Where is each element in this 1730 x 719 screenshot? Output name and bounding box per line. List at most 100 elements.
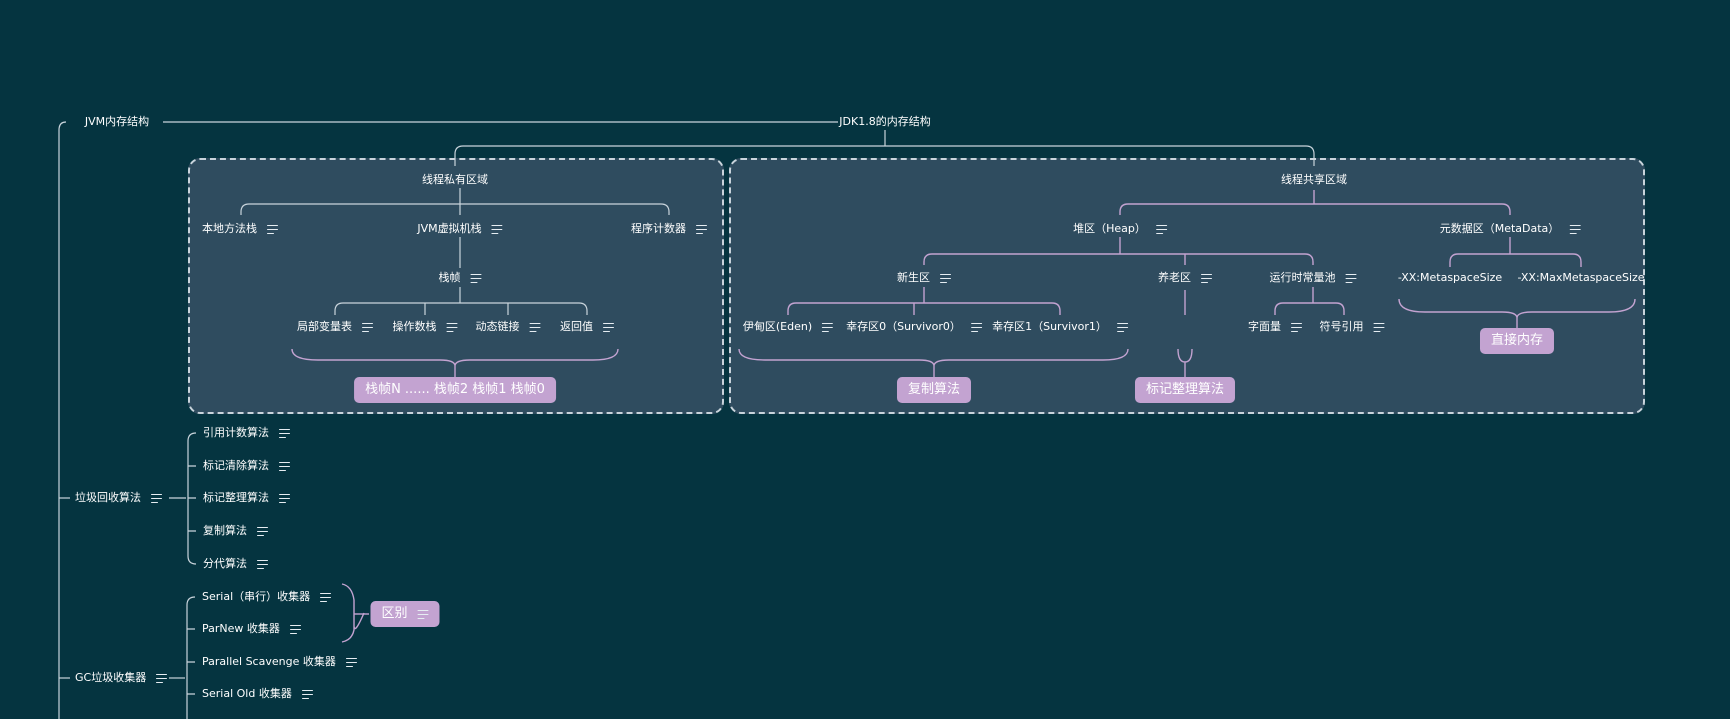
survivor0-label: 幸存区0（Survivor0）	[846, 320, 961, 333]
gc-collector-item[interactable]: Serial Old 收集器	[202, 686, 313, 702]
note-icon[interactable]	[417, 609, 429, 619]
note-icon[interactable]	[1116, 322, 1128, 332]
frames-brace	[291, 348, 619, 367]
direct-memory-tag[interactable]: 直接内存	[1479, 328, 1555, 354]
note-icon[interactable]	[1291, 322, 1302, 332]
jvm-memory-node[interactable]: JVM内存结构	[85, 114, 149, 130]
gc-collector-label: ParNew 收集器	[202, 622, 280, 635]
frames-tag[interactable]: 栈帧N ...... 栈帧2 栈帧1 栈帧0	[354, 377, 556, 403]
note-icon[interactable]	[446, 322, 458, 332]
return-value-node[interactable]: 返回值	[560, 319, 614, 335]
gc-algorithm-label: 分代算法	[203, 557, 247, 570]
private-area-title: 线程私有区域	[422, 173, 488, 186]
note-icon[interactable]	[1569, 224, 1581, 234]
jdk-memory-label: JDK1.8的内存结构	[839, 115, 931, 128]
note-icon[interactable]	[279, 461, 290, 471]
old-gen-label: 养老区	[1158, 271, 1191, 284]
difference-tag[interactable]: 区别	[370, 601, 440, 627]
private-area-panel	[188, 158, 724, 414]
note-icon[interactable]	[470, 273, 482, 283]
note-icon[interactable]	[1345, 273, 1357, 283]
gc-algorithm-item[interactable]: 标记清除算法	[203, 458, 290, 474]
note-icon[interactable]	[257, 559, 268, 569]
gc-collector-label: Serial Old 收集器	[202, 687, 292, 700]
note-icon[interactable]	[970, 322, 982, 332]
literal-node[interactable]: 字面量	[1248, 319, 1302, 335]
jdk-memory-node[interactable]: JDK1.8的内存结构	[839, 114, 930, 130]
heap-branch	[923, 253, 1314, 265]
meta-size-label: -XX:MetaspaceSize	[1397, 271, 1503, 284]
operand-stack-node[interactable]: 操作数栈	[393, 319, 458, 335]
shared-area-title-node[interactable]: 线程共享区域	[1281, 172, 1347, 188]
jvm-stack-node[interactable]: JVM虚拟机栈	[417, 221, 503, 237]
gc-algorithm-label: 复制算法	[203, 524, 247, 537]
symbol-ref-label: 符号引用	[1319, 320, 1364, 333]
symbol-ref-node[interactable]: 符号引用	[1320, 319, 1385, 335]
note-icon[interactable]	[696, 224, 707, 234]
copy-algorithm-tag[interactable]: 复制算法	[896, 377, 972, 403]
local-vars-node[interactable]: 局部变量表	[297, 319, 373, 335]
gc-collector-item[interactable]: Serial（串行）收集器	[202, 589, 332, 605]
young-gen-node[interactable]: 新生区	[897, 270, 951, 286]
note-icon[interactable]	[603, 322, 614, 332]
native-stack-node[interactable]: 本地方法栈	[202, 221, 278, 237]
gc-collectors-node[interactable]: GC垃圾收集器	[75, 670, 168, 686]
max-meta-size-label: -XX:MaxMetaspaceSize	[1517, 271, 1645, 284]
heap-label: 堆区（Heap）	[1073, 222, 1146, 235]
gc-algorithm-item[interactable]: 引用计数算法	[203, 425, 290, 441]
dynamic-link-node[interactable]: 动态链接	[476, 319, 541, 335]
mark-compact-label: 标记整理算法	[1145, 382, 1225, 397]
mark-compact-tag[interactable]: 标记整理算法	[1134, 377, 1236, 403]
gc-algorithm-item[interactable]: 复制算法	[203, 523, 268, 539]
note-icon[interactable]	[362, 322, 373, 332]
gc-collector-item[interactable]: Parallel Scavenge 收集器	[202, 654, 357, 670]
note-icon[interactable]	[1373, 322, 1385, 332]
return-value-label: 返回值	[560, 320, 593, 333]
note-icon[interactable]	[301, 689, 313, 699]
note-icon[interactable]	[1155, 224, 1167, 234]
shared-area-panel	[729, 158, 1645, 414]
note-icon[interactable]	[320, 592, 332, 602]
note-icon[interactable]	[151, 493, 162, 503]
note-icon[interactable]	[1201, 273, 1212, 283]
metaspace-label: 元数据区（MetaData）	[1439, 222, 1560, 235]
pool-branch	[1274, 302, 1345, 315]
eden-node[interactable]: 伊甸区(Eden)	[742, 319, 834, 335]
constant-pool-node[interactable]: 运行时常量池	[1270, 270, 1357, 286]
max-meta-size-node[interactable]: -XX:MaxMetaspaceSize	[1517, 270, 1644, 286]
meta-brace	[1398, 298, 1636, 319]
gc-collector-bracket	[186, 596, 196, 719]
pc-register-node[interactable]: 程序计数器	[631, 221, 707, 237]
note-icon[interactable]	[279, 428, 290, 438]
note-icon[interactable]	[257, 526, 268, 536]
note-icon[interactable]	[940, 273, 951, 283]
young-branch	[787, 302, 1061, 315]
note-icon[interactable]	[345, 657, 357, 667]
tree-connectors	[58, 121, 1315, 719]
gc-algorithm-item[interactable]: 分代算法	[203, 556, 268, 572]
metaspace-node[interactable]: 元数据区（MetaData）	[1440, 221, 1581, 237]
gc-algorithm-label: 标记整理算法	[203, 491, 269, 504]
note-icon[interactable]	[289, 624, 301, 634]
note-icon[interactable]	[822, 322, 834, 332]
note-icon[interactable]	[491, 224, 503, 234]
purple-connectors	[291, 190, 1636, 643]
frame-node[interactable]: 栈帧	[439, 270, 482, 286]
meta-size-node[interactable]: -XX:MetaspaceSize	[1398, 270, 1502, 286]
gc-algorithms-node[interactable]: 垃圾回收算法	[75, 490, 162, 506]
gc-algorithm-item[interactable]: 标记整理算法	[203, 490, 290, 506]
gc-collector-ticks	[187, 628, 195, 695]
heap-node[interactable]: 堆区（Heap）	[1073, 221, 1167, 237]
gc-collector-item[interactable]: ParNew 收集器	[202, 621, 301, 637]
note-icon[interactable]	[156, 673, 168, 683]
note-icon[interactable]	[267, 224, 278, 234]
survivor0-node[interactable]: 幸存区0（Survivor0）	[846, 319, 982, 335]
note-icon[interactable]	[529, 322, 541, 332]
old-gen-node[interactable]: 养老区	[1158, 270, 1212, 286]
note-icon[interactable]	[279, 493, 290, 503]
private-branch	[240, 203, 670, 215]
gc-collector-label: Parallel Scavenge 收集器	[202, 655, 336, 668]
survivor1-node[interactable]: 幸存区1（Survivor1）	[992, 319, 1128, 335]
private-area-title-node[interactable]: 线程私有区域	[422, 172, 488, 188]
eden-label: 伊甸区(Eden)	[742, 320, 813, 333]
